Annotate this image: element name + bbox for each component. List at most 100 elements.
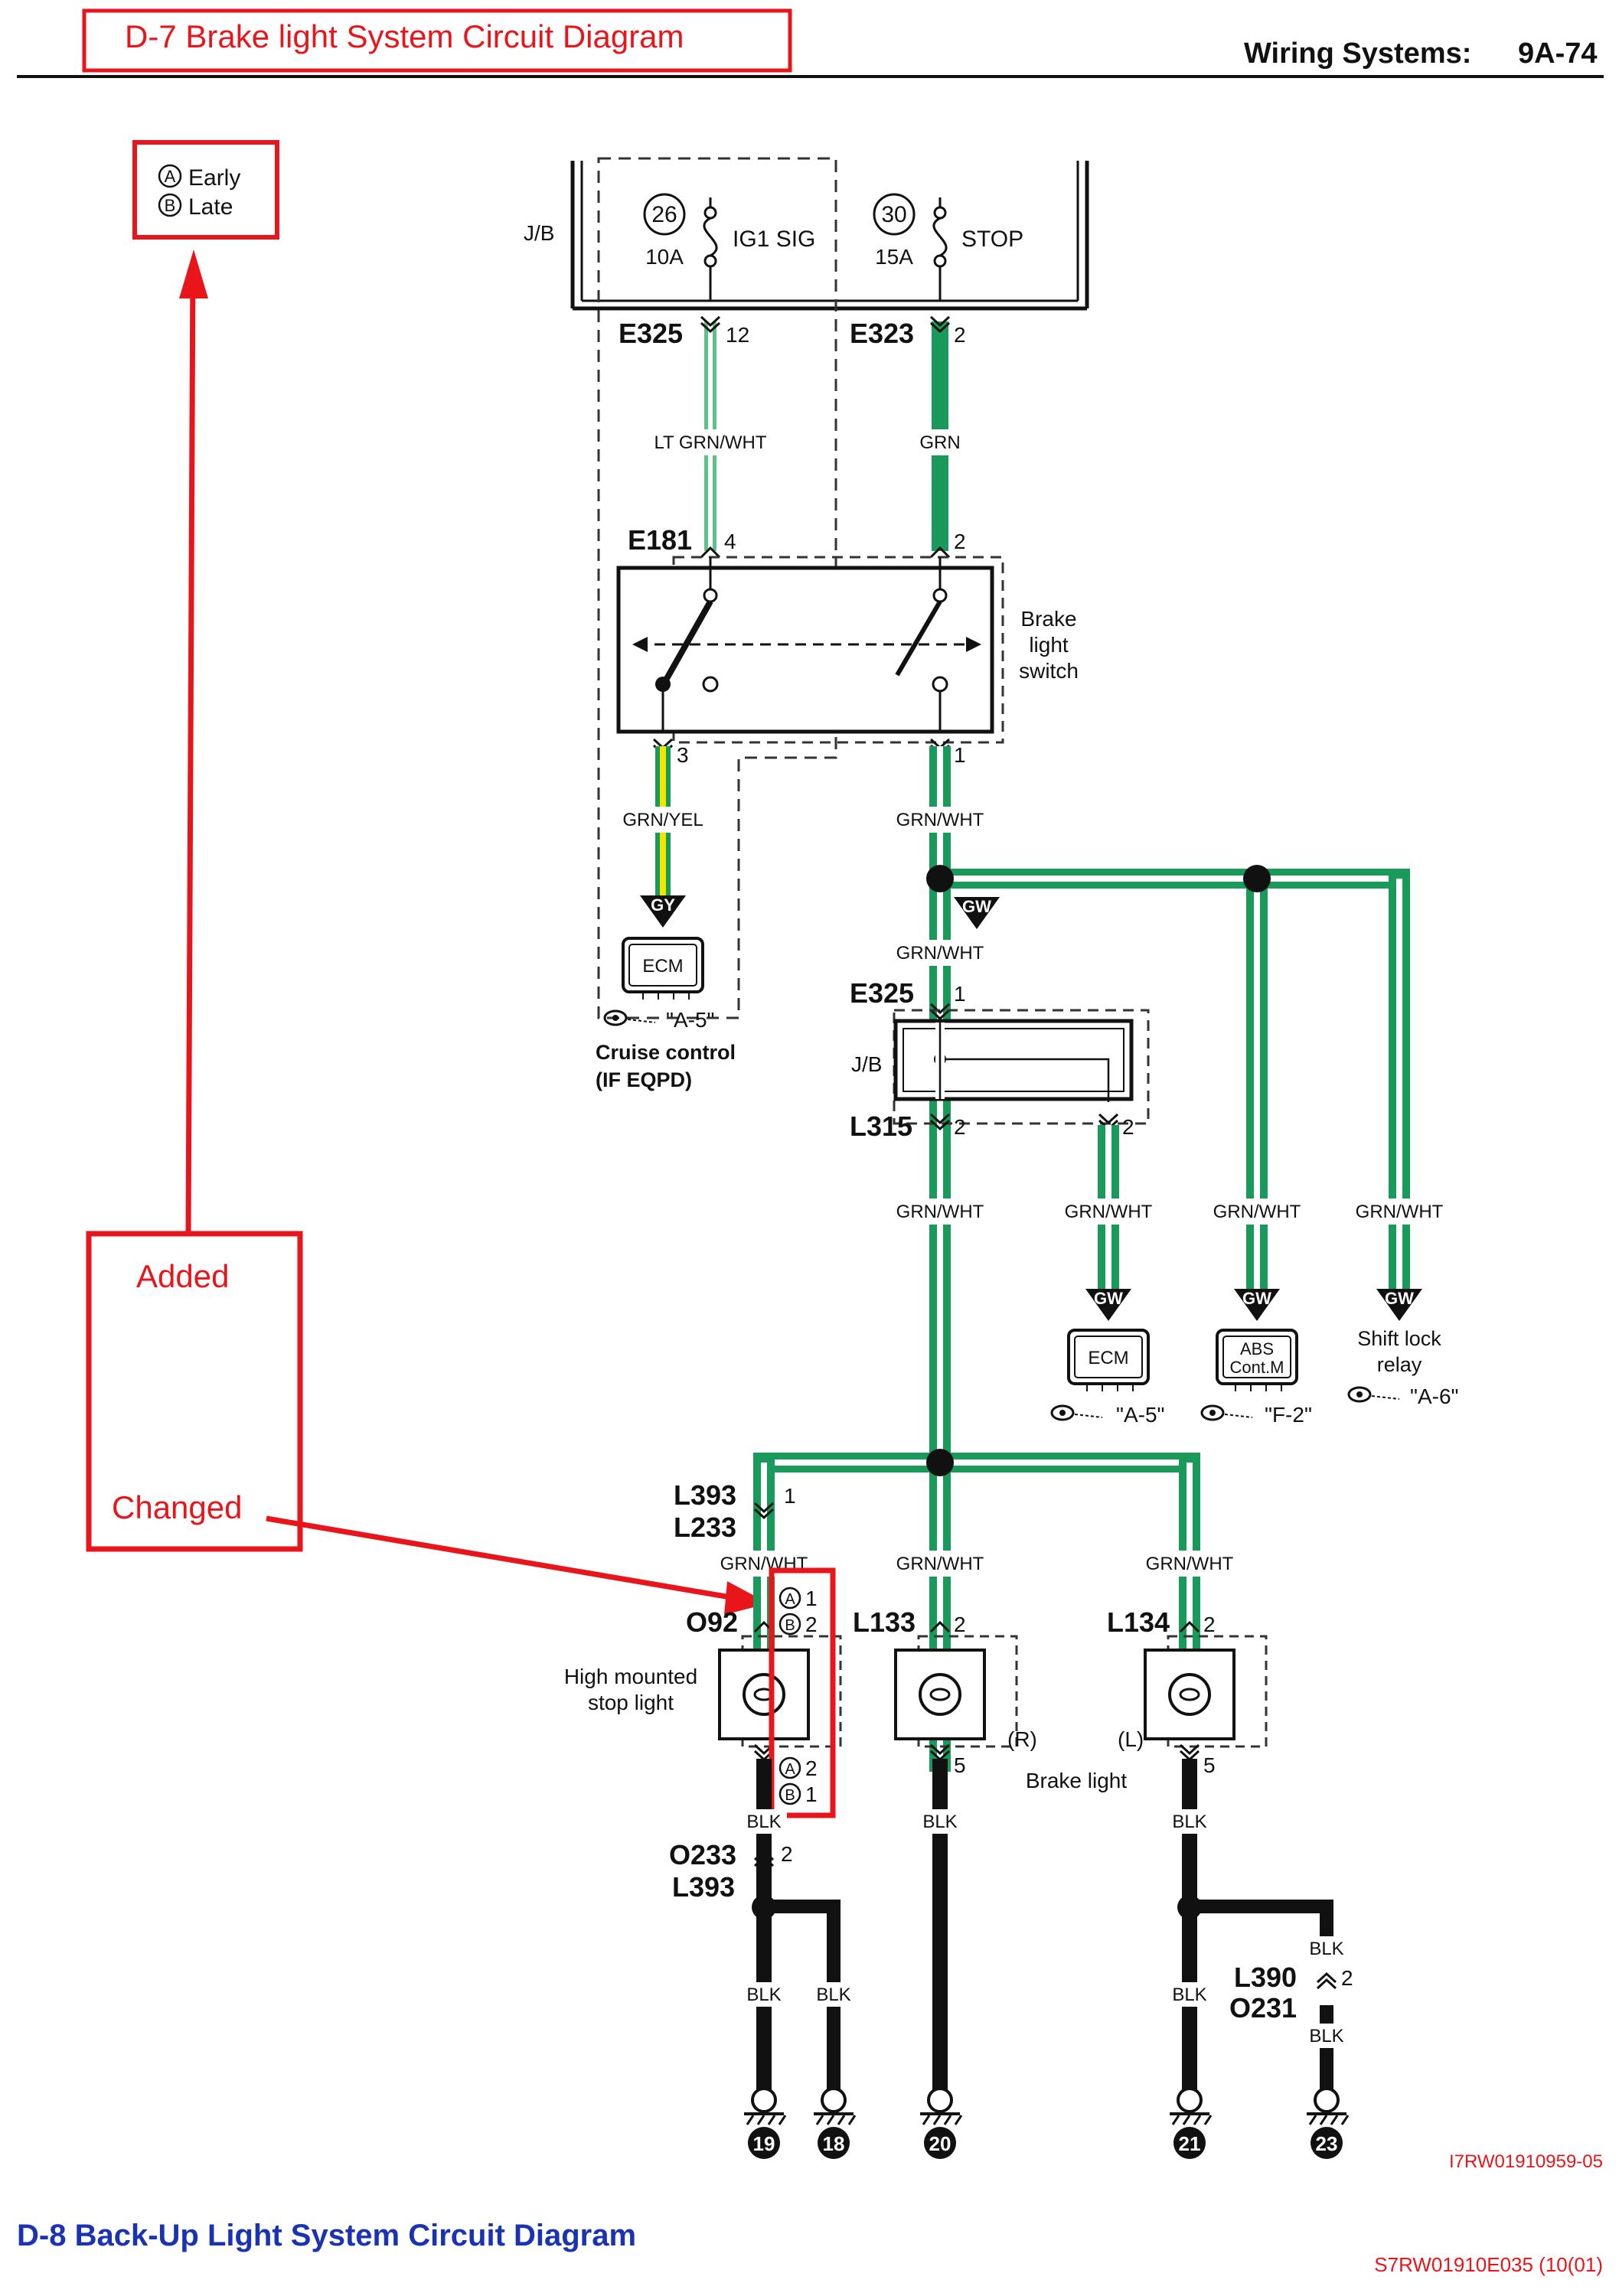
brake-light-left-label: (L): [1118, 1727, 1144, 1751]
wire-label-blk-5: BLK: [1309, 2026, 1343, 2047]
o92-pin-b-bottom: 1: [805, 1782, 818, 1806]
connector-e181-pin4: 4: [724, 530, 736, 553]
gw-terminal-1-label: GW: [962, 897, 991, 916]
splice-bottom: [926, 1449, 954, 1476]
switch-contact-4: [703, 588, 718, 603]
changed-arrow-head: [724, 1581, 769, 1615]
abs-label-1: ABS: [1240, 1339, 1274, 1358]
label-bg-blk4: [1304, 1936, 1349, 1961]
o92-mark-b-bottom: [778, 1782, 801, 1805]
o92-pin-b-top: 2: [805, 1613, 818, 1636]
shift-lock-ref-eye-icon: [1347, 1386, 1400, 1403]
connector-e181-pin1: 1: [954, 743, 966, 767]
wire-label-grn-wht-5: GRN/WHT: [1213, 1202, 1301, 1222]
connector-marks-l393: [753, 1502, 775, 1520]
figure-id: I7RW01910959-05: [1449, 2151, 1603, 2172]
abs-ref: "F-2": [1265, 1403, 1312, 1427]
legend-box: [132, 140, 279, 240]
gw-terminal-shift: [1376, 1289, 1422, 1321]
abs-ref-eye-icon: [1200, 1404, 1253, 1421]
wire-label-grn-wht-1: GRN/WHT: [896, 810, 984, 830]
o92-mark-a-bottom-letter: A: [785, 1761, 795, 1778]
ground-21-label: 21: [1179, 2132, 1201, 2155]
label-bg-blk3: [1167, 1809, 1213, 1834]
connector-l134-pin-top: 2: [1203, 1613, 1216, 1636]
splice-blk-right: [1177, 1895, 1202, 1919]
fuse-26-rating: 10A: [645, 245, 684, 269]
connector-e181: E181: [628, 524, 692, 556]
o92-mark-a-top: [778, 1587, 801, 1609]
o92-pin-a-bottom: 2: [805, 1756, 818, 1780]
label-bg-blk1: [741, 1809, 787, 1834]
wire-label-blk-3: BLK: [1172, 1812, 1206, 1832]
fuse-30: [873, 193, 948, 301]
ground-18-icon: [814, 2087, 857, 2159]
gw-terminal-ecm-label: GW: [1094, 1289, 1123, 1308]
connector-marks-o233: [753, 1849, 775, 1867]
switch-contact-left-open: [702, 676, 719, 693]
legend-early: Early: [188, 165, 240, 191]
cruise-control-dashed-box: [597, 157, 837, 1019]
label-bg-gw5: [1209, 1199, 1305, 1225]
connector-e325-top: E325: [619, 318, 683, 349]
connector-l315: L315: [850, 1110, 912, 1142]
o92-pin-a-top: 1: [805, 1587, 818, 1610]
connector-l133: L133: [853, 1606, 916, 1638]
connector-l390-pin: 2: [1341, 1966, 1353, 1990]
switch-arm-right: [895, 600, 942, 677]
connector-l133-pin-top: 2: [954, 1613, 966, 1636]
ground-23-icon: [1307, 2087, 1350, 2159]
title-box: [82, 8, 792, 73]
wire-label-blk-6: BLK: [746, 1985, 781, 2005]
connector-l393-top: L393: [674, 1479, 736, 1511]
cruise-control-label-2: (IF EQPD): [596, 1068, 692, 1091]
fuse-26-number: 26: [651, 202, 677, 227]
connector-o92: O92: [686, 1606, 738, 1638]
label-bg-blk2: [917, 1809, 963, 1834]
connector-l393-l233-pin: 1: [784, 1484, 796, 1508]
label-bg-gw6: [1351, 1199, 1448, 1225]
connector-o233: O233: [669, 1839, 736, 1870]
next-section-title: D-8 Back-Up Light System Circuit Diagram: [17, 2219, 636, 2252]
gw-terminal-shift-label: GW: [1385, 1289, 1414, 1308]
connector-e181-pin2: 2: [954, 530, 966, 553]
gy-terminal: [640, 895, 686, 928]
splice-top-2: [1243, 865, 1271, 892]
shift-lock-ref: "A-6": [1410, 1384, 1458, 1408]
ground-19-label: 19: [753, 2132, 775, 2155]
wire-grn-wht-trunk: [929, 746, 951, 1772]
connector-marks-top: [700, 315, 951, 559]
cruise-control-label-1: Cruise control: [596, 1041, 736, 1064]
legend-early-mark: A: [165, 167, 176, 186]
connector-marks-l390: [1316, 1971, 1337, 1990]
page-title: D-7 Brake light System Circuit Diagram: [125, 18, 684, 54]
connector-e323-pin: 2: [954, 323, 966, 347]
fuse-30-rating: 15A: [875, 245, 913, 269]
cruise-ecm-box: [622, 937, 704, 1000]
wire-label-blk-8: BLK: [1172, 1985, 1206, 2005]
connector-marks-l315: [929, 1113, 1119, 1131]
brake-switch-label-2: light: [1029, 633, 1069, 657]
brake-switch-label-1: Brake: [1020, 607, 1076, 631]
fuse-26-name: IG1 SIG: [733, 227, 815, 252]
gw-terminal-ecm: [1085, 1289, 1131, 1321]
wire-label-grn-wht-9: GRN/WHT: [1146, 1554, 1234, 1574]
wire-label-grn-wht-8: GRN/WHT: [896, 1554, 984, 1574]
wire-label-blk-4: BLK: [1309, 1939, 1343, 1959]
gw-terminal-abs-label: GW: [1242, 1289, 1271, 1308]
splice-top-1: [926, 865, 954, 892]
wire-label-blk-2: BLK: [922, 1812, 957, 1832]
connector-l134: L134: [1107, 1606, 1170, 1638]
note-changed: Changed: [112, 1489, 242, 1525]
shift-lock-label-2: relay: [1377, 1353, 1422, 1376]
connector-l134-pin-bottom: 5: [1203, 1753, 1216, 1777]
o92-mark-a-top-letter: A: [785, 1591, 795, 1608]
ground-20-icon: [920, 2087, 963, 2159]
ground-21-icon: [1170, 2087, 1213, 2159]
wire-label-grn-wht-6: GRN/WHT: [1356, 1202, 1444, 1222]
label-bg-blk7: [811, 1982, 857, 2007]
ecm-label: ECM: [1088, 1348, 1128, 1368]
page-number: 9A-74: [1518, 38, 1598, 70]
wire-blk: [756, 1759, 1333, 2089]
added-changed-box: [86, 1231, 303, 1552]
